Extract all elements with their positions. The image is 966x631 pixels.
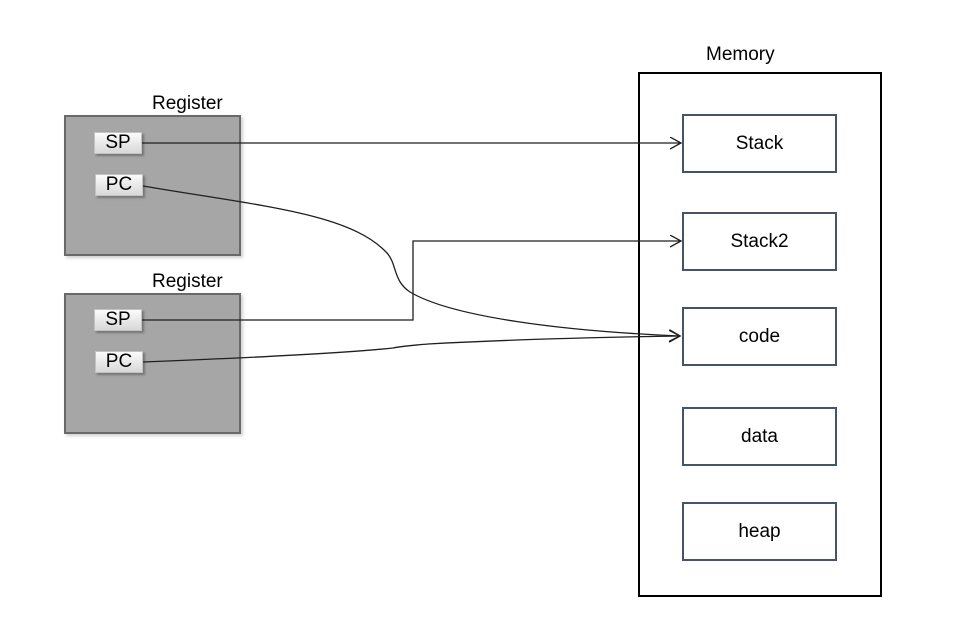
memory-block-code-label: code — [738, 325, 781, 347]
register-1-field-pc: PC — [95, 174, 143, 196]
register-1-field-sp: SP — [94, 132, 142, 154]
memory-block-heap: heap — [682, 502, 837, 561]
register-2-box — [64, 293, 241, 434]
register-2-field-pc: PC — [95, 351, 143, 373]
memory-title: Memory — [706, 44, 775, 65]
memory-block-data-label: data — [741, 425, 778, 447]
register-2-pc-label: PC — [105, 351, 133, 372]
memory-block-heap-label: heap — [738, 520, 781, 542]
register-1-pc-label: PC — [105, 174, 133, 195]
register-2-title: Register — [152, 271, 223, 292]
memory-block-stack-label: Stack — [735, 132, 784, 154]
memory-block-stack2-label: Stack2 — [730, 230, 789, 252]
memory-block-code: code — [682, 307, 837, 366]
register-1-title: Register — [152, 93, 223, 114]
register-2-sp-label: SP — [105, 309, 131, 330]
register-1-sp-label: SP — [105, 132, 131, 153]
memory-block-stack: Stack — [682, 114, 837, 173]
register-2-field-sp: SP — [94, 309, 142, 331]
memory-block-stack2: Stack2 — [682, 212, 837, 271]
memory-block-data: data — [682, 407, 837, 466]
register-1-box — [64, 115, 241, 256]
